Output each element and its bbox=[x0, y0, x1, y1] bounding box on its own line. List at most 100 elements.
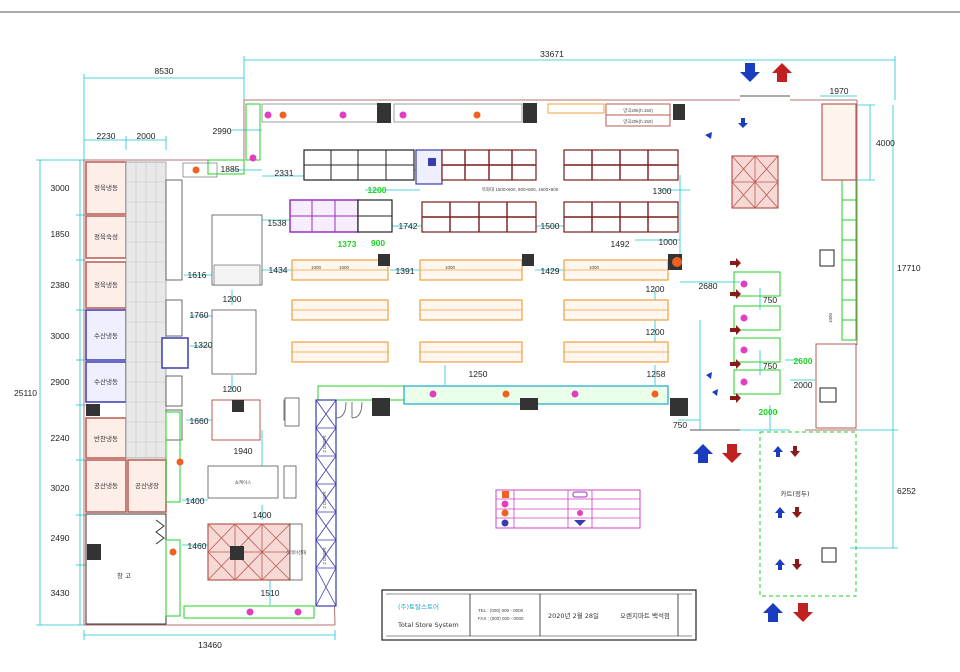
counter-column bbox=[232, 400, 244, 412]
top-cooler-1 bbox=[261, 103, 383, 123]
legend bbox=[495, 489, 641, 529]
zigzag-stair bbox=[155, 519, 165, 545]
dim-inner-36: 2000 bbox=[794, 380, 813, 390]
mid-showcase-label: 쇼케이스 bbox=[235, 479, 252, 486]
dim-row-7: 3020 bbox=[51, 483, 70, 493]
column-marker bbox=[672, 257, 682, 267]
cooler-7 bbox=[85, 459, 127, 513]
dim-left-block: 8530 bbox=[155, 66, 174, 76]
right-room bbox=[821, 103, 857, 181]
dim-inner-14: 1500 bbox=[541, 221, 560, 231]
counter-block bbox=[211, 399, 261, 441]
dim-top-right: 1970 bbox=[830, 86, 849, 96]
blue-stand-dot bbox=[428, 158, 436, 166]
cooler-column bbox=[86, 404, 100, 416]
dim-inner-22: 1660 bbox=[190, 416, 209, 426]
corner-cooler bbox=[182, 162, 218, 178]
arrow-down-blue-small bbox=[738, 118, 748, 128]
dim-row-4: 3000 bbox=[51, 331, 70, 341]
front-small-rack bbox=[284, 397, 300, 427]
cooler-label-2: 정육숙성 bbox=[94, 232, 118, 241]
dim-left-total: 25110 bbox=[14, 388, 37, 398]
cooler-label-5: 수산냉동 bbox=[94, 377, 118, 386]
store-room-column bbox=[87, 544, 101, 560]
dim-inner-19: 1760 bbox=[190, 310, 209, 320]
shelf-block-4-lines bbox=[422, 202, 536, 232]
front-counter-1 bbox=[317, 385, 407, 401]
dim-right-top: 4000 bbox=[876, 138, 895, 148]
dim-inner-25: 1460 bbox=[188, 541, 207, 551]
dim-row-1: 3000 bbox=[51, 183, 70, 193]
shelf-block-1-lines bbox=[304, 150, 414, 180]
pallet-side-rack bbox=[289, 523, 303, 581]
arrow-right-1 bbox=[730, 258, 741, 268]
cooler-label-8: 공산냉장 bbox=[135, 481, 159, 490]
right-rack-label: 1000 bbox=[828, 312, 833, 323]
top-column-1 bbox=[377, 103, 391, 123]
top-wall-coolers: 양곡20k(h:150) 양곡20k(h:150) bbox=[182, 103, 685, 178]
dim-row-3: 2380 bbox=[51, 280, 70, 290]
rice-display-1-label: 양곡20k(h:150) bbox=[623, 107, 653, 114]
mid-showcase bbox=[207, 465, 279, 499]
arrow-down-red-2 bbox=[722, 444, 742, 463]
arrow-up-blue-3 bbox=[763, 603, 783, 622]
pallet-column bbox=[230, 546, 244, 560]
cooler-5 bbox=[85, 361, 127, 403]
dim-inner-23: 1940 bbox=[234, 446, 253, 456]
title-fax: FAX : (000) 000 - 0000 bbox=[478, 616, 524, 621]
top-cooler-2 bbox=[393, 103, 523, 123]
purple-fixture-lines bbox=[290, 200, 358, 232]
shelf-block-2-lines bbox=[442, 150, 536, 180]
dim-inner-13: 1429 bbox=[541, 266, 560, 276]
dim-inner-33: 750 bbox=[763, 295, 777, 305]
dim-inner-27: 1510 bbox=[261, 588, 280, 598]
cooler-4 bbox=[85, 309, 127, 361]
dim-inner-21: 1200 bbox=[223, 294, 242, 304]
cooler-label-6: 반찬냉동 bbox=[94, 434, 118, 443]
dimension-texts: 33671 8530 2230 2000 1970 4000 17710 625… bbox=[14, 49, 921, 650]
flow-arrows bbox=[693, 63, 813, 622]
dim-inner-7: 1742 bbox=[399, 221, 418, 231]
arrow-diag-1 bbox=[705, 132, 712, 139]
dim-inner-15: 1492 bbox=[611, 239, 630, 249]
title-project: 오렌지마트 백석점 bbox=[620, 611, 670, 620]
cart-zone bbox=[759, 431, 857, 597]
center-rack bbox=[211, 309, 257, 375]
dim-inner-18: 1200 bbox=[646, 284, 665, 294]
gondola-column-2 bbox=[522, 254, 534, 266]
dim-inner-32: 2680 bbox=[699, 281, 718, 291]
door-label-3: 2 DOOR bbox=[322, 547, 327, 565]
door-cooler-strip bbox=[315, 399, 337, 607]
side-rack-2 bbox=[165, 299, 183, 337]
right-column-box bbox=[819, 249, 835, 267]
gondola-text-4: 1000 bbox=[589, 265, 600, 270]
arrow-cart-down-3 bbox=[792, 559, 802, 570]
arrow-cart-down-1 bbox=[790, 446, 800, 457]
title-tel: TEL : (000) 000 - 0000 bbox=[478, 608, 524, 613]
dim-row-6: 2240 bbox=[51, 433, 70, 443]
side-rack-3 bbox=[165, 375, 183, 407]
arrow-right-4 bbox=[730, 359, 741, 369]
dim-inner-6: 1538 bbox=[268, 218, 287, 228]
arrow-cart-up-1 bbox=[773, 446, 783, 457]
top-column-2 bbox=[523, 103, 537, 123]
dim-inner-1: 2990 bbox=[213, 126, 232, 136]
left-fixtures: 쇼케이스 스테이션대 bbox=[161, 179, 306, 581]
dim-col-b: 2000 bbox=[137, 131, 156, 141]
dim-inner-11: 1434 bbox=[269, 265, 288, 275]
dim-row-9: 3430 bbox=[51, 588, 70, 598]
dim-right-height: 17710 bbox=[897, 263, 921, 273]
rice-display-2-label: 양곡20k(h:150) bbox=[623, 118, 653, 125]
front-counters bbox=[284, 385, 688, 427]
rice-display-2 bbox=[605, 114, 671, 127]
cooler-2 bbox=[85, 215, 127, 259]
dim-bottom-width: 13460 bbox=[198, 640, 222, 650]
dim-inner-30: 1250 bbox=[469, 369, 488, 379]
arrow-down-blue-1 bbox=[740, 63, 760, 82]
dim-inner-34: 750 bbox=[763, 361, 777, 371]
arrow-right-5 bbox=[730, 393, 741, 403]
title-company-en: Total Store System bbox=[397, 621, 459, 629]
top-column-3 bbox=[673, 104, 685, 120]
cooler-1 bbox=[85, 161, 127, 215]
cooler-8 bbox=[127, 459, 167, 513]
